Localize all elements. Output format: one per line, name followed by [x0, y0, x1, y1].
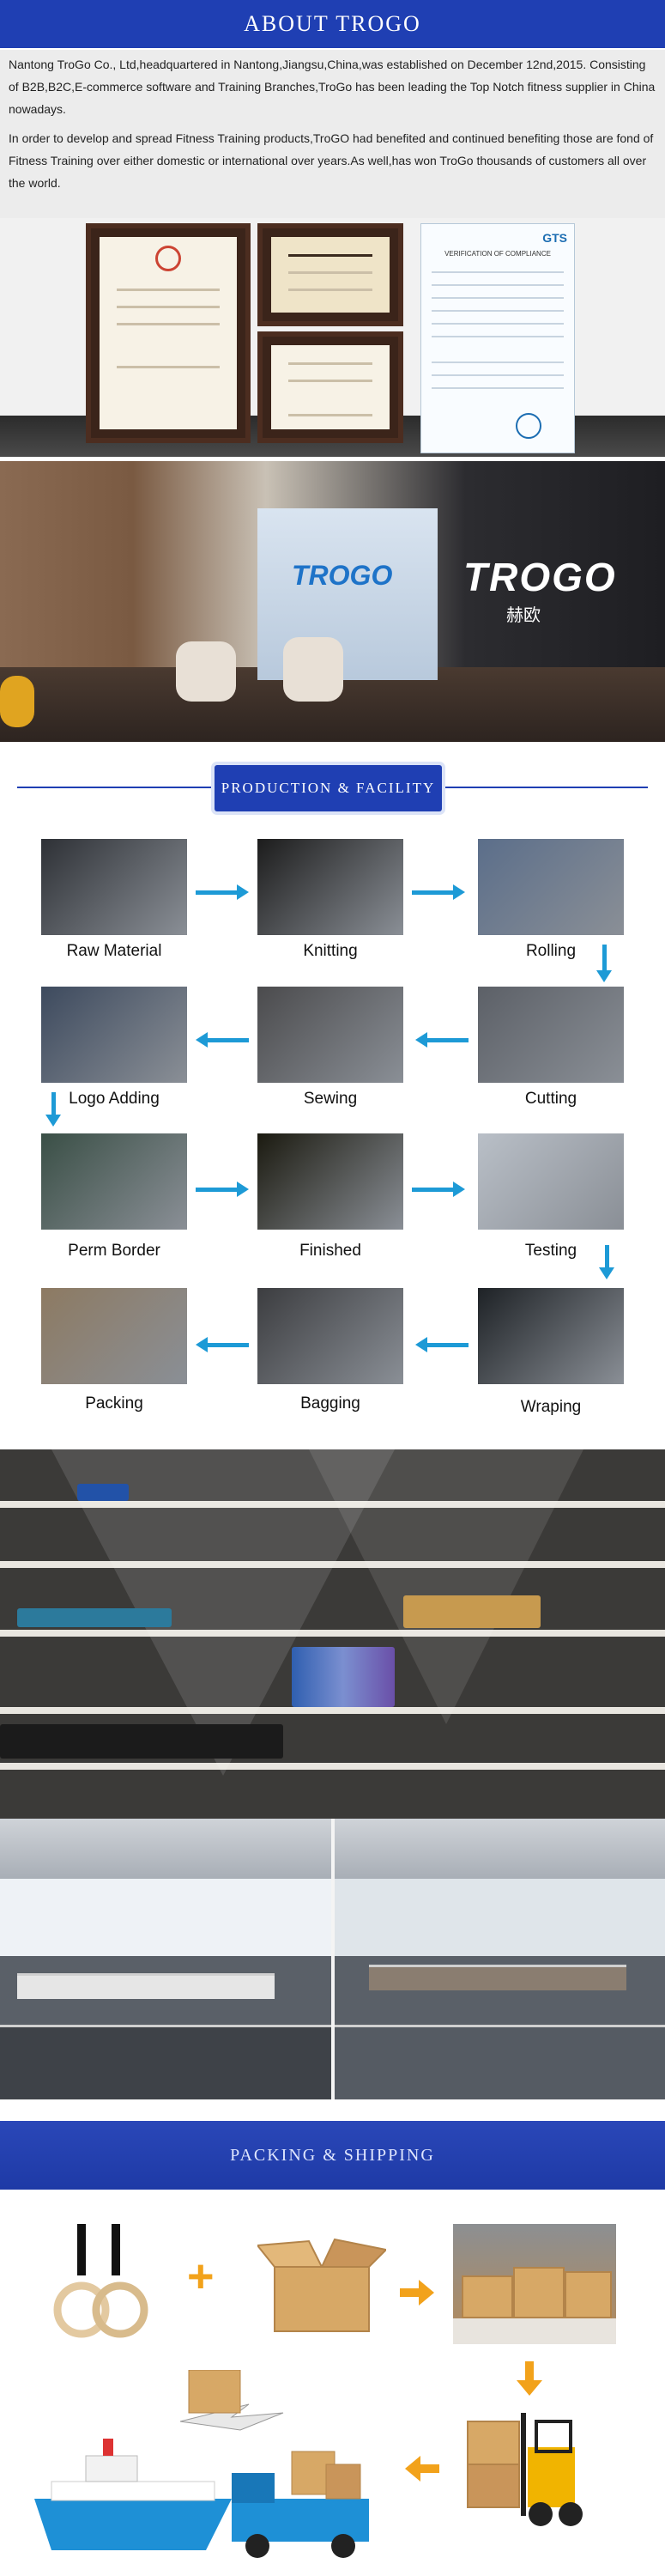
shipping-transport-icon — [34, 2370, 369, 2558]
about-title: ABOUT TROGO — [244, 11, 421, 36]
production-facility-title: PRODUCTION & FACILITY — [215, 765, 442, 811]
step-label-testing: Testing — [524, 1242, 577, 1260]
step-photo-raw-material — [41, 839, 187, 935]
flow-arrow-down-icon — [596, 945, 612, 982]
about-banner: ABOUT TROGO — [0, 0, 665, 48]
flow-arrow-right-icon — [412, 884, 465, 900]
screen-logo: TROGO — [292, 560, 393, 591]
gts-logo: GTS — [542, 231, 567, 245]
certificates-photo: GTS VERIFICATION OF COMPLIANCE — [0, 218, 665, 457]
step-photo-cutting — [478, 987, 624, 1083]
step-photo-rolling — [478, 839, 624, 935]
flow-arrow-down-icon — [45, 1092, 61, 1127]
orange-arrow-down-icon — [517, 2361, 542, 2396]
step-photo-perm-border — [41, 1133, 187, 1230]
step-label-finished: Finished — [299, 1242, 361, 1260]
packing-shipping-diagram: + — [0, 2198, 665, 2576]
flow-arrow-left-icon — [196, 1337, 249, 1352]
office-workshop-photo — [0, 1819, 665, 2099]
step-photo-logo-adding — [41, 987, 187, 1083]
armchair — [283, 637, 343, 702]
step-label-sewing: Sewing — [303, 1090, 358, 1108]
step-label-packing: Packing — [85, 1394, 143, 1413]
warehouse-shelves-photo — [0, 1449, 665, 1819]
step-photo-sewing — [257, 987, 403, 1083]
step-photo-wraping — [478, 1288, 624, 1384]
step-label-logo-adding: Logo Adding — [69, 1090, 160, 1108]
flow-arrow-right-icon — [412, 1182, 465, 1197]
warehouse-boxes-photo — [453, 2224, 616, 2344]
armchair — [176, 641, 236, 702]
gts-title: VERIFICATION OF COMPLIANCE — [444, 250, 551, 258]
step-label-rolling: Rolling — [525, 942, 577, 960]
step-photo-packing — [41, 1288, 187, 1384]
forklift-icon — [467, 2413, 583, 2526]
gym-rings-icon — [53, 2224, 148, 2338]
packing-shipping-banner: PACKING & SHIPPING — [0, 2121, 665, 2190]
wall-logo: TROGO — [463, 555, 617, 599]
about-paragraph-2: In order to develop and spread Fitness T… — [9, 131, 654, 190]
wall-logo-chinese: 赫欧 — [506, 606, 541, 625]
certificate-frame-2 — [257, 223, 403, 326]
step-label-cutting: Cutting — [524, 1090, 577, 1108]
yellow-chair — [0, 676, 34, 727]
cardboard-box-icon — [257, 2238, 386, 2332]
certificate-frame-1 — [86, 223, 251, 443]
flow-arrow-down-icon — [599, 1245, 614, 1279]
orange-arrow-left-icon — [405, 2456, 439, 2482]
flow-arrow-left-icon — [196, 1032, 249, 1048]
flow-arrow-left-icon — [415, 1032, 469, 1048]
showroom-photo: TROGO TROGO 赫欧 — [0, 461, 665, 742]
certificate-frame-3 — [257, 331, 403, 443]
flow-arrow-right-icon — [196, 884, 249, 900]
orange-arrow-right-icon — [400, 2280, 434, 2306]
weight-plates — [0, 1724, 283, 1759]
flow-arrow-right-icon — [196, 1182, 249, 1197]
step-label-knitting: Knitting — [303, 942, 358, 960]
foam-rollers — [292, 1647, 395, 1707]
step-label-raw-material: Raw Material — [66, 942, 162, 960]
step-photo-finished — [257, 1133, 403, 1230]
about-paragraph-1: Nantong TroGo Co., Ltd,headquartered in … — [9, 58, 656, 116]
step-label-wraping: Wraping — [520, 1398, 582, 1416]
step-photo-knitting — [257, 839, 403, 935]
step-photo-testing — [478, 1133, 624, 1230]
plus-icon: + — [187, 2251, 215, 2302]
product-row — [17, 1608, 172, 1627]
step-label-bagging: Bagging — [300, 1394, 360, 1413]
step-photo-bagging — [257, 1288, 403, 1384]
gts-compliance-certificate: GTS VERIFICATION OF COMPLIANCE — [420, 223, 575, 453]
step-label-perm-border: Perm Border — [68, 1242, 160, 1260]
flow-arrow-left-icon — [415, 1337, 469, 1352]
packing-shipping-title: PACKING & SHIPPING — [230, 2146, 435, 2165]
product-box — [77, 1484, 129, 1501]
about-intro: Nantong TroGo Co., Ltd,headquartered in … — [0, 50, 665, 218]
product-box — [403, 1595, 541, 1628]
